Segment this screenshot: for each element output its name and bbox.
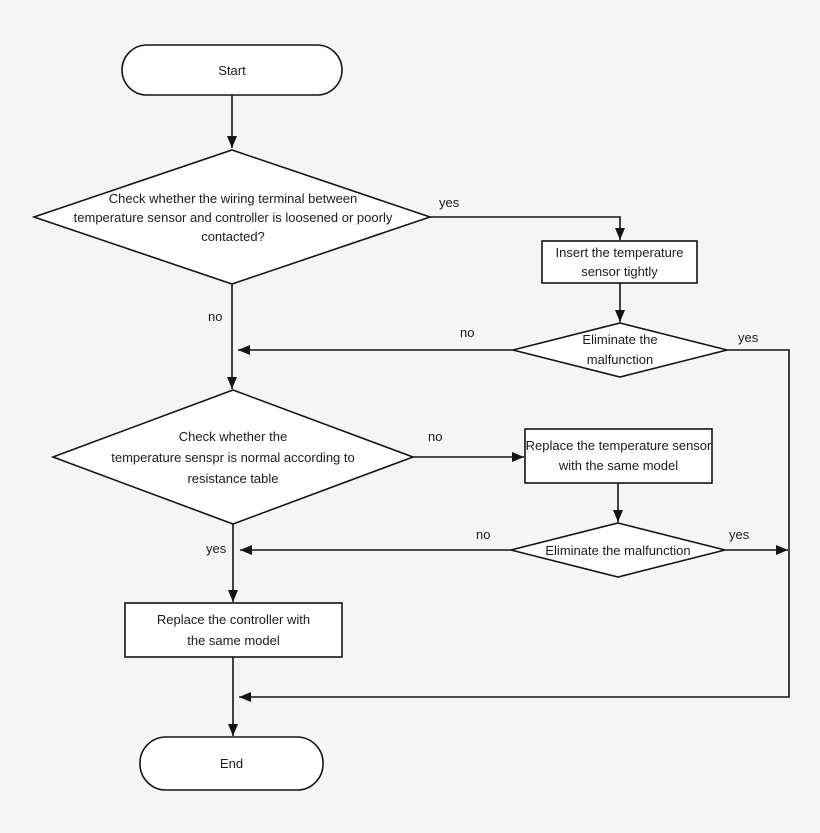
start-terminator-shape — [121, 44, 343, 96]
replace-sensor-process-shape — [524, 428, 713, 484]
end-terminator-shape — [139, 736, 324, 791]
edge-eliminate1-yes — [239, 349, 790, 702]
eliminate-malfunction-2-decision-shape — [510, 522, 726, 578]
insert-sensor-process-shape — [541, 240, 698, 284]
eliminate-malfunction-1-decision-shape — [512, 322, 728, 378]
check-sensor-decision-shape — [50, 389, 416, 525]
edge-wiring-yes — [430, 216, 625, 240]
replace-controller-process-shape — [124, 602, 343, 658]
check-wiring-decision-shape — [31, 149, 433, 285]
